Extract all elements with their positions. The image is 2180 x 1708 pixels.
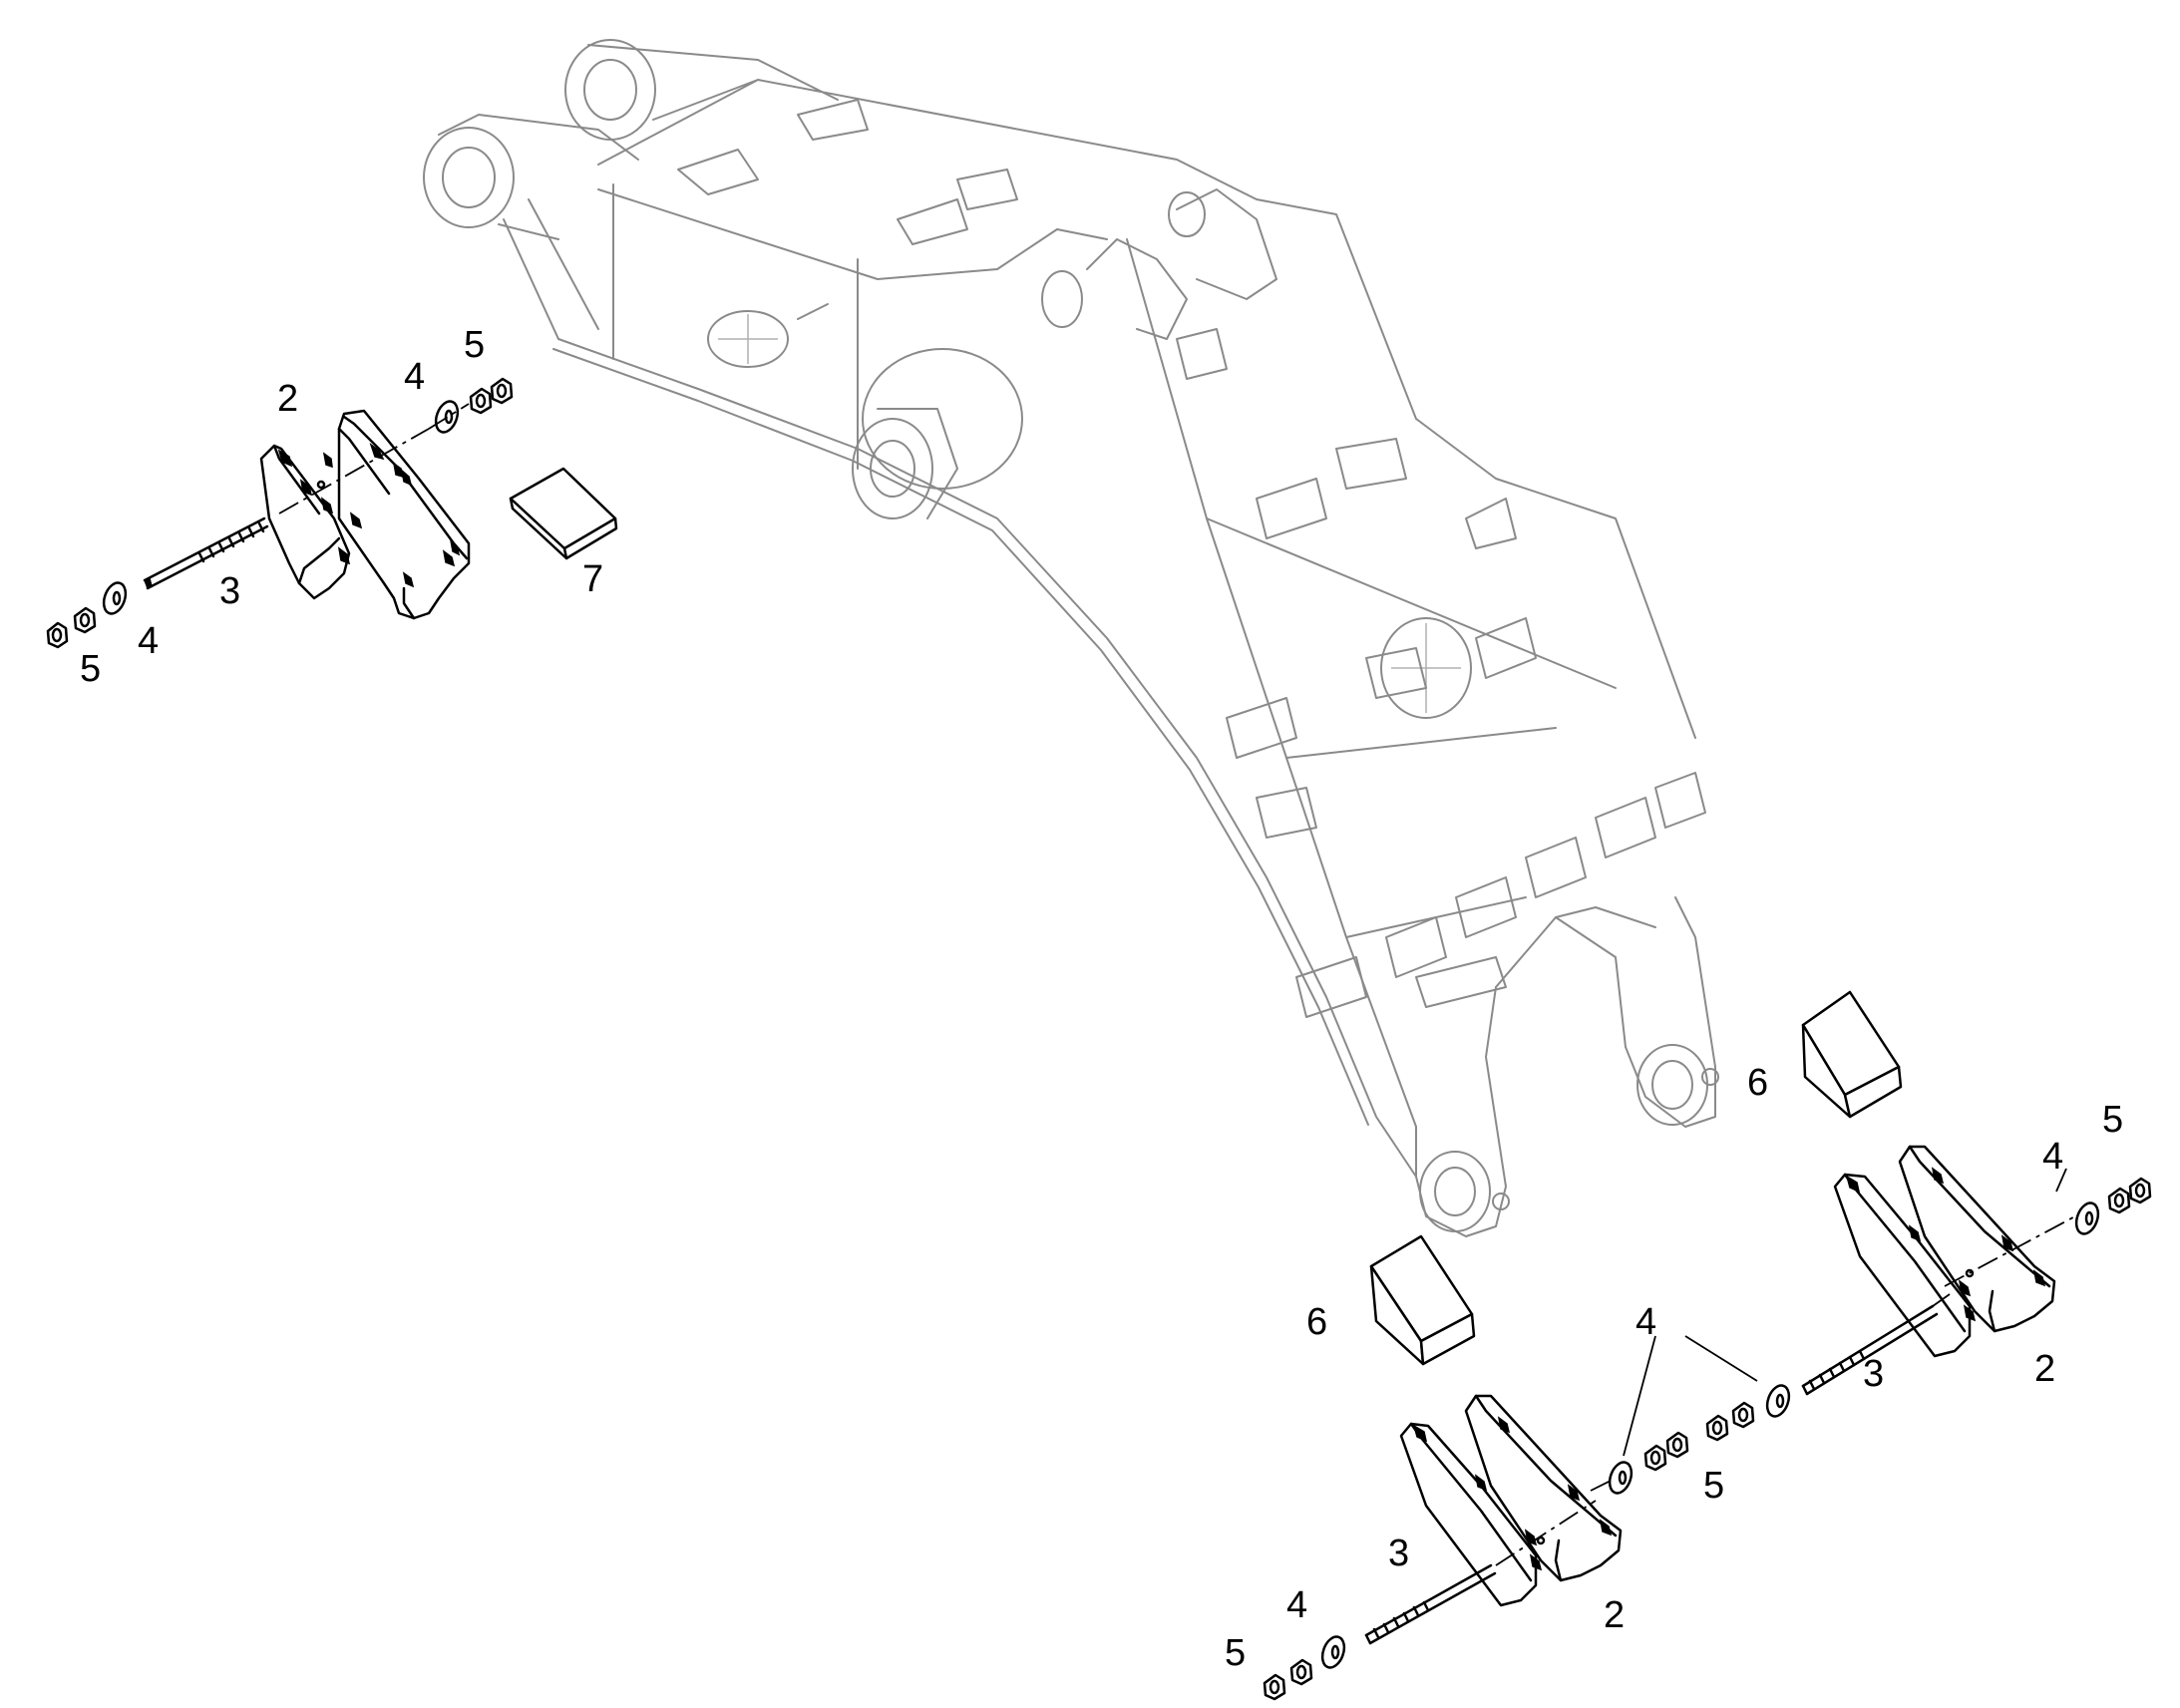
left-nut-top xyxy=(469,387,493,415)
middle-fasteners xyxy=(1590,1335,1791,1495)
left-nut-bottom xyxy=(73,606,97,634)
callout-left-nut-top: 5 xyxy=(464,324,485,366)
middle-nut-1 xyxy=(1731,1401,1755,1429)
fork-pin-boss-left xyxy=(1419,1151,1491,1232)
callout-block-left: 6 xyxy=(1306,1301,1327,1343)
lower-shoe-plate xyxy=(1464,1394,1623,1582)
cylinder-mount-boss xyxy=(862,348,1023,490)
left-shoe-assembly xyxy=(46,377,514,649)
callout-washer-right-top: 4 xyxy=(2042,1136,2063,1178)
right-nut-top xyxy=(2107,1187,2131,1214)
wear-block-left xyxy=(1369,1234,1476,1366)
callout-shim: 7 xyxy=(582,558,603,600)
callout-nut-right-top: 5 xyxy=(2102,1099,2123,1141)
left-shoe-front-plate xyxy=(259,444,351,600)
left-nut-bottom-2 xyxy=(46,621,69,649)
callout-bolt-right: 3 xyxy=(1863,1353,1884,1395)
left-nut-top-2 xyxy=(490,377,514,405)
boom-assembly xyxy=(423,39,1719,1237)
middle-nut-4 xyxy=(1643,1444,1667,1472)
callout-left-washer-bottom: 4 xyxy=(138,620,159,662)
right-nut-top-2 xyxy=(2128,1177,2152,1204)
right-shoe-front-plate xyxy=(1833,1173,1972,1358)
callout-labels: 2 3 4 5 4 5 7 6 6 2 4 5 3 4 5 2 3 4 5 xyxy=(80,324,2123,1674)
left-shoe-plate xyxy=(337,409,471,620)
callout-left-nut-bottom: 5 xyxy=(80,648,101,690)
left-bolt xyxy=(143,516,266,582)
upper-pin-boss xyxy=(564,39,656,141)
right-bolt xyxy=(1801,1304,1935,1388)
callout-nut-lower: 5 xyxy=(1225,1632,1246,1674)
shim-plate xyxy=(509,467,618,560)
right-shoe-plate xyxy=(1898,1145,2056,1333)
right-shoe-assembly xyxy=(1801,1145,2152,1396)
lower-shoe-assembly xyxy=(1263,1394,1623,1701)
lower-nut-2 xyxy=(1263,1673,1286,1701)
callout-washer-lower: 4 xyxy=(1286,1584,1307,1626)
cover-plate-upper xyxy=(707,310,789,368)
lower-nut xyxy=(1289,1658,1313,1686)
lower-shoe-front-plate xyxy=(1399,1422,1538,1607)
lower-pin-boss xyxy=(423,127,515,228)
wear-block-right xyxy=(1801,990,1903,1119)
callout-bolt-lower: 3 xyxy=(1388,1533,1409,1574)
lower-bolt xyxy=(1364,1563,1493,1637)
callout-nut-middle: 5 xyxy=(1703,1465,1724,1507)
middle-nut-2 xyxy=(1705,1414,1729,1442)
callout-left-washer-top: 4 xyxy=(404,356,425,398)
callout-shoe-lower: 2 xyxy=(1604,1594,1625,1636)
callout-washer-middle: 4 xyxy=(1635,1301,1656,1343)
callout-block-right: 6 xyxy=(1747,1062,1768,1104)
cover-plate-lower xyxy=(1380,617,1472,719)
callout-left-bolt: 3 xyxy=(219,570,240,612)
middle-nut-3 xyxy=(1665,1431,1689,1459)
callout-left-shoe: 2 xyxy=(277,378,298,420)
callout-shoe-right: 2 xyxy=(2034,1348,2055,1390)
fork-pin-boss-right xyxy=(1636,1044,1708,1126)
